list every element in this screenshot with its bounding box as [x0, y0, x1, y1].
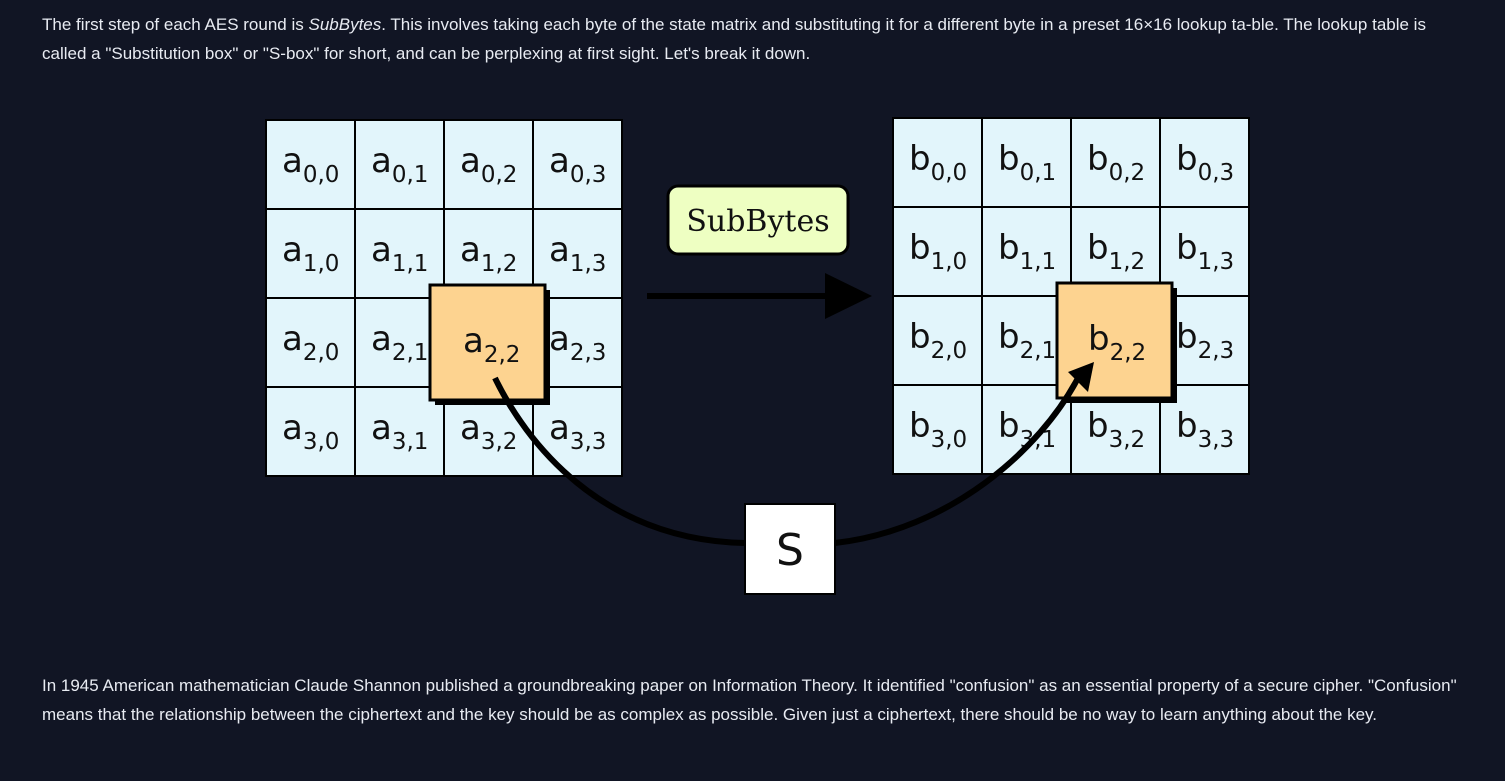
input-cell-label: a0,0 — [282, 141, 339, 188]
s-box: S — [744, 503, 836, 595]
input-cell-label: a0,3 — [549, 141, 606, 188]
input-cell-label: a1,0 — [282, 230, 339, 277]
output-cell-label: b0,2 — [1087, 139, 1145, 186]
input-cell-label: a2,0 — [282, 319, 339, 366]
input-cell-label: a2,3 — [549, 319, 606, 366]
input-cell-0-0: a0,0 — [265, 119, 356, 210]
output-cell-1-3: b1,3 — [1159, 206, 1250, 297]
input-cell-label: a0,1 — [371, 141, 428, 188]
input-cell-label: a3,1 — [371, 408, 428, 455]
output-cell-0-2: b0,2 — [1070, 117, 1161, 208]
input-cell-label: a3,2 — [460, 408, 517, 455]
input-cell-3-1: a3,1 — [354, 386, 445, 477]
input-cell-0-3: a0,3 — [532, 119, 623, 210]
highlighted-input-byte: a2,2 — [428, 283, 550, 405]
input-cell-1-2: a1,2 — [443, 208, 534, 299]
shannon-paragraph: In 1945 American mathematician Claude Sh… — [42, 676, 1457, 724]
output-cell-label: b2,1 — [998, 317, 1056, 364]
subbytes-arrow — [647, 273, 872, 319]
input-cell-0-1: a0,1 — [354, 119, 445, 210]
output-cell-0-3: b0,3 — [1159, 117, 1250, 208]
sbox-output-arrowhead — [1068, 362, 1094, 392]
highlighted-input-label: a2,2 — [463, 321, 520, 368]
input-cell-label: a3,3 — [549, 408, 606, 455]
subbytes-label-text: SubBytes — [686, 204, 829, 239]
output-cell-label: b3,0 — [909, 406, 967, 453]
input-cell-label: a2,1 — [371, 319, 428, 366]
output-cell-label: b3,3 — [1176, 406, 1234, 453]
subbytes-emphasis: SubBytes — [308, 15, 382, 34]
input-cell-1-3: a1,3 — [532, 208, 623, 299]
subbytes-diagram-svg: a0,0 a0,1 a0,2 a0,3 a1,0 a1,1 a1,2 a1,3 a2,0 a2,1… — [265, 117, 1250, 595]
input-cell-3-0: a3,0 — [265, 386, 356, 477]
output-cell-0-0: b0,0 — [892, 117, 983, 208]
input-cell-label: a1,3 — [549, 230, 606, 277]
input-cell-2-0: a2,0 — [265, 297, 356, 388]
input-cell-1-1: a1,1 — [354, 208, 445, 299]
output-cell-3-1: b3,1 — [981, 384, 1072, 475]
intro-text-end: . This involves taking each byte of the … — [42, 15, 1426, 63]
input-cell-label: a1,2 — [460, 230, 517, 277]
sbox-output-curve — [834, 376, 1081, 546]
input-cell-label: a3,0 — [282, 408, 339, 455]
output-cell-2-0: b2,0 — [892, 295, 983, 386]
output-cell-1-0: b1,0 — [892, 206, 983, 297]
output-cell-label: b1,2 — [1087, 228, 1145, 275]
output-cell-label: b3,1 — [998, 406, 1056, 453]
output-cell-label: b2,3 — [1176, 317, 1234, 364]
output-state-matrix: b0,0 b0,1 b0,2 b0,3 b1,0 b1,1 b1,2 b1,3 b2,0 b2,1… — [892, 117, 1250, 475]
output-cell-label: b1,1 — [998, 228, 1056, 275]
input-cell-label: a0,2 — [460, 141, 517, 188]
subbytes-diagram: a0,0 a0,1 a0,2 a0,3 a1,0 a1,1 a1,2 a1,3 a2,0 a2,1… — [250, 100, 1260, 620]
input-cell-0-2: a0,2 — [443, 119, 534, 210]
output-cell-3-0: b3,0 — [892, 384, 983, 475]
sbox-input-curve — [492, 376, 746, 546]
output-cell-label: b0,1 — [998, 139, 1056, 186]
intro-text-start: The first step of each AES round is — [42, 15, 309, 34]
output-cell-0-1: b0,1 — [981, 117, 1072, 208]
output-cell-label: b3,2 — [1087, 406, 1145, 453]
output-cell-label: b0,3 — [1176, 139, 1234, 186]
output-cell-label: b1,0 — [909, 228, 967, 275]
output-cell-label: b0,0 — [909, 139, 967, 186]
input-cell-1-0: a1,0 — [265, 208, 356, 299]
highlighted-output-label: b2,2 — [1088, 319, 1146, 366]
output-cell-label: b1,3 — [1176, 228, 1234, 275]
subbytes-intro-paragraph: The first step of each AES round is SubB… — [42, 11, 1474, 68]
input-cell-label: a1,1 — [371, 230, 428, 277]
subbytes-label: SubBytes — [666, 184, 850, 256]
s-box-label: S — [776, 525, 804, 576]
output-cell-label: b2,0 — [909, 317, 967, 364]
